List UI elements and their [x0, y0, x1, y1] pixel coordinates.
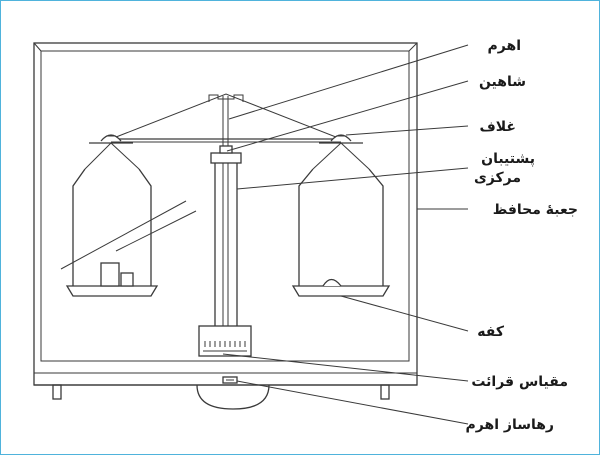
sample-on-pan [322, 278, 342, 287]
central-column [214, 96, 238, 331]
weight-large [100, 262, 120, 287]
label-sheath: غلاف [480, 119, 516, 135]
balance-base [34, 372, 417, 410]
reading-scale [198, 325, 252, 357]
label-pointer: شاهین [479, 74, 526, 90]
leader-pan [340, 295, 469, 332]
label-beam: اهرم [488, 38, 521, 54]
label-pan: کفه [477, 324, 505, 340]
leader-beam-release [236, 380, 469, 425]
label-reading-scale: مقیاس قرائت [471, 374, 568, 390]
leader-lines [222, 44, 469, 425]
leader-reading-scale [222, 353, 469, 382]
weight-small [120, 272, 134, 287]
labels: اهرم شاهین غلاف پشتیبان مرکزی جعبهٔ محاف… [466, 38, 578, 433]
label-beam-release: رهاساز اهرم [466, 417, 554, 433]
central-support-block [210, 152, 242, 164]
left-pan [60, 168, 197, 297]
leader-central-support [236, 167, 469, 190]
right-pan [291, 168, 391, 297]
label-central-support-line1: پشتیبان [481, 151, 535, 167]
balance-beam [110, 93, 342, 164]
leader-beam [228, 44, 469, 120]
leader-pointer [226, 80, 469, 152]
leader-sheath [345, 125, 469, 136]
left-hanger [84, 134, 140, 170]
label-central-support-line2: مرکزی [474, 170, 521, 186]
right-hanger [312, 134, 370, 170]
label-protective-case: جعبهٔ محافظ [493, 202, 578, 218]
